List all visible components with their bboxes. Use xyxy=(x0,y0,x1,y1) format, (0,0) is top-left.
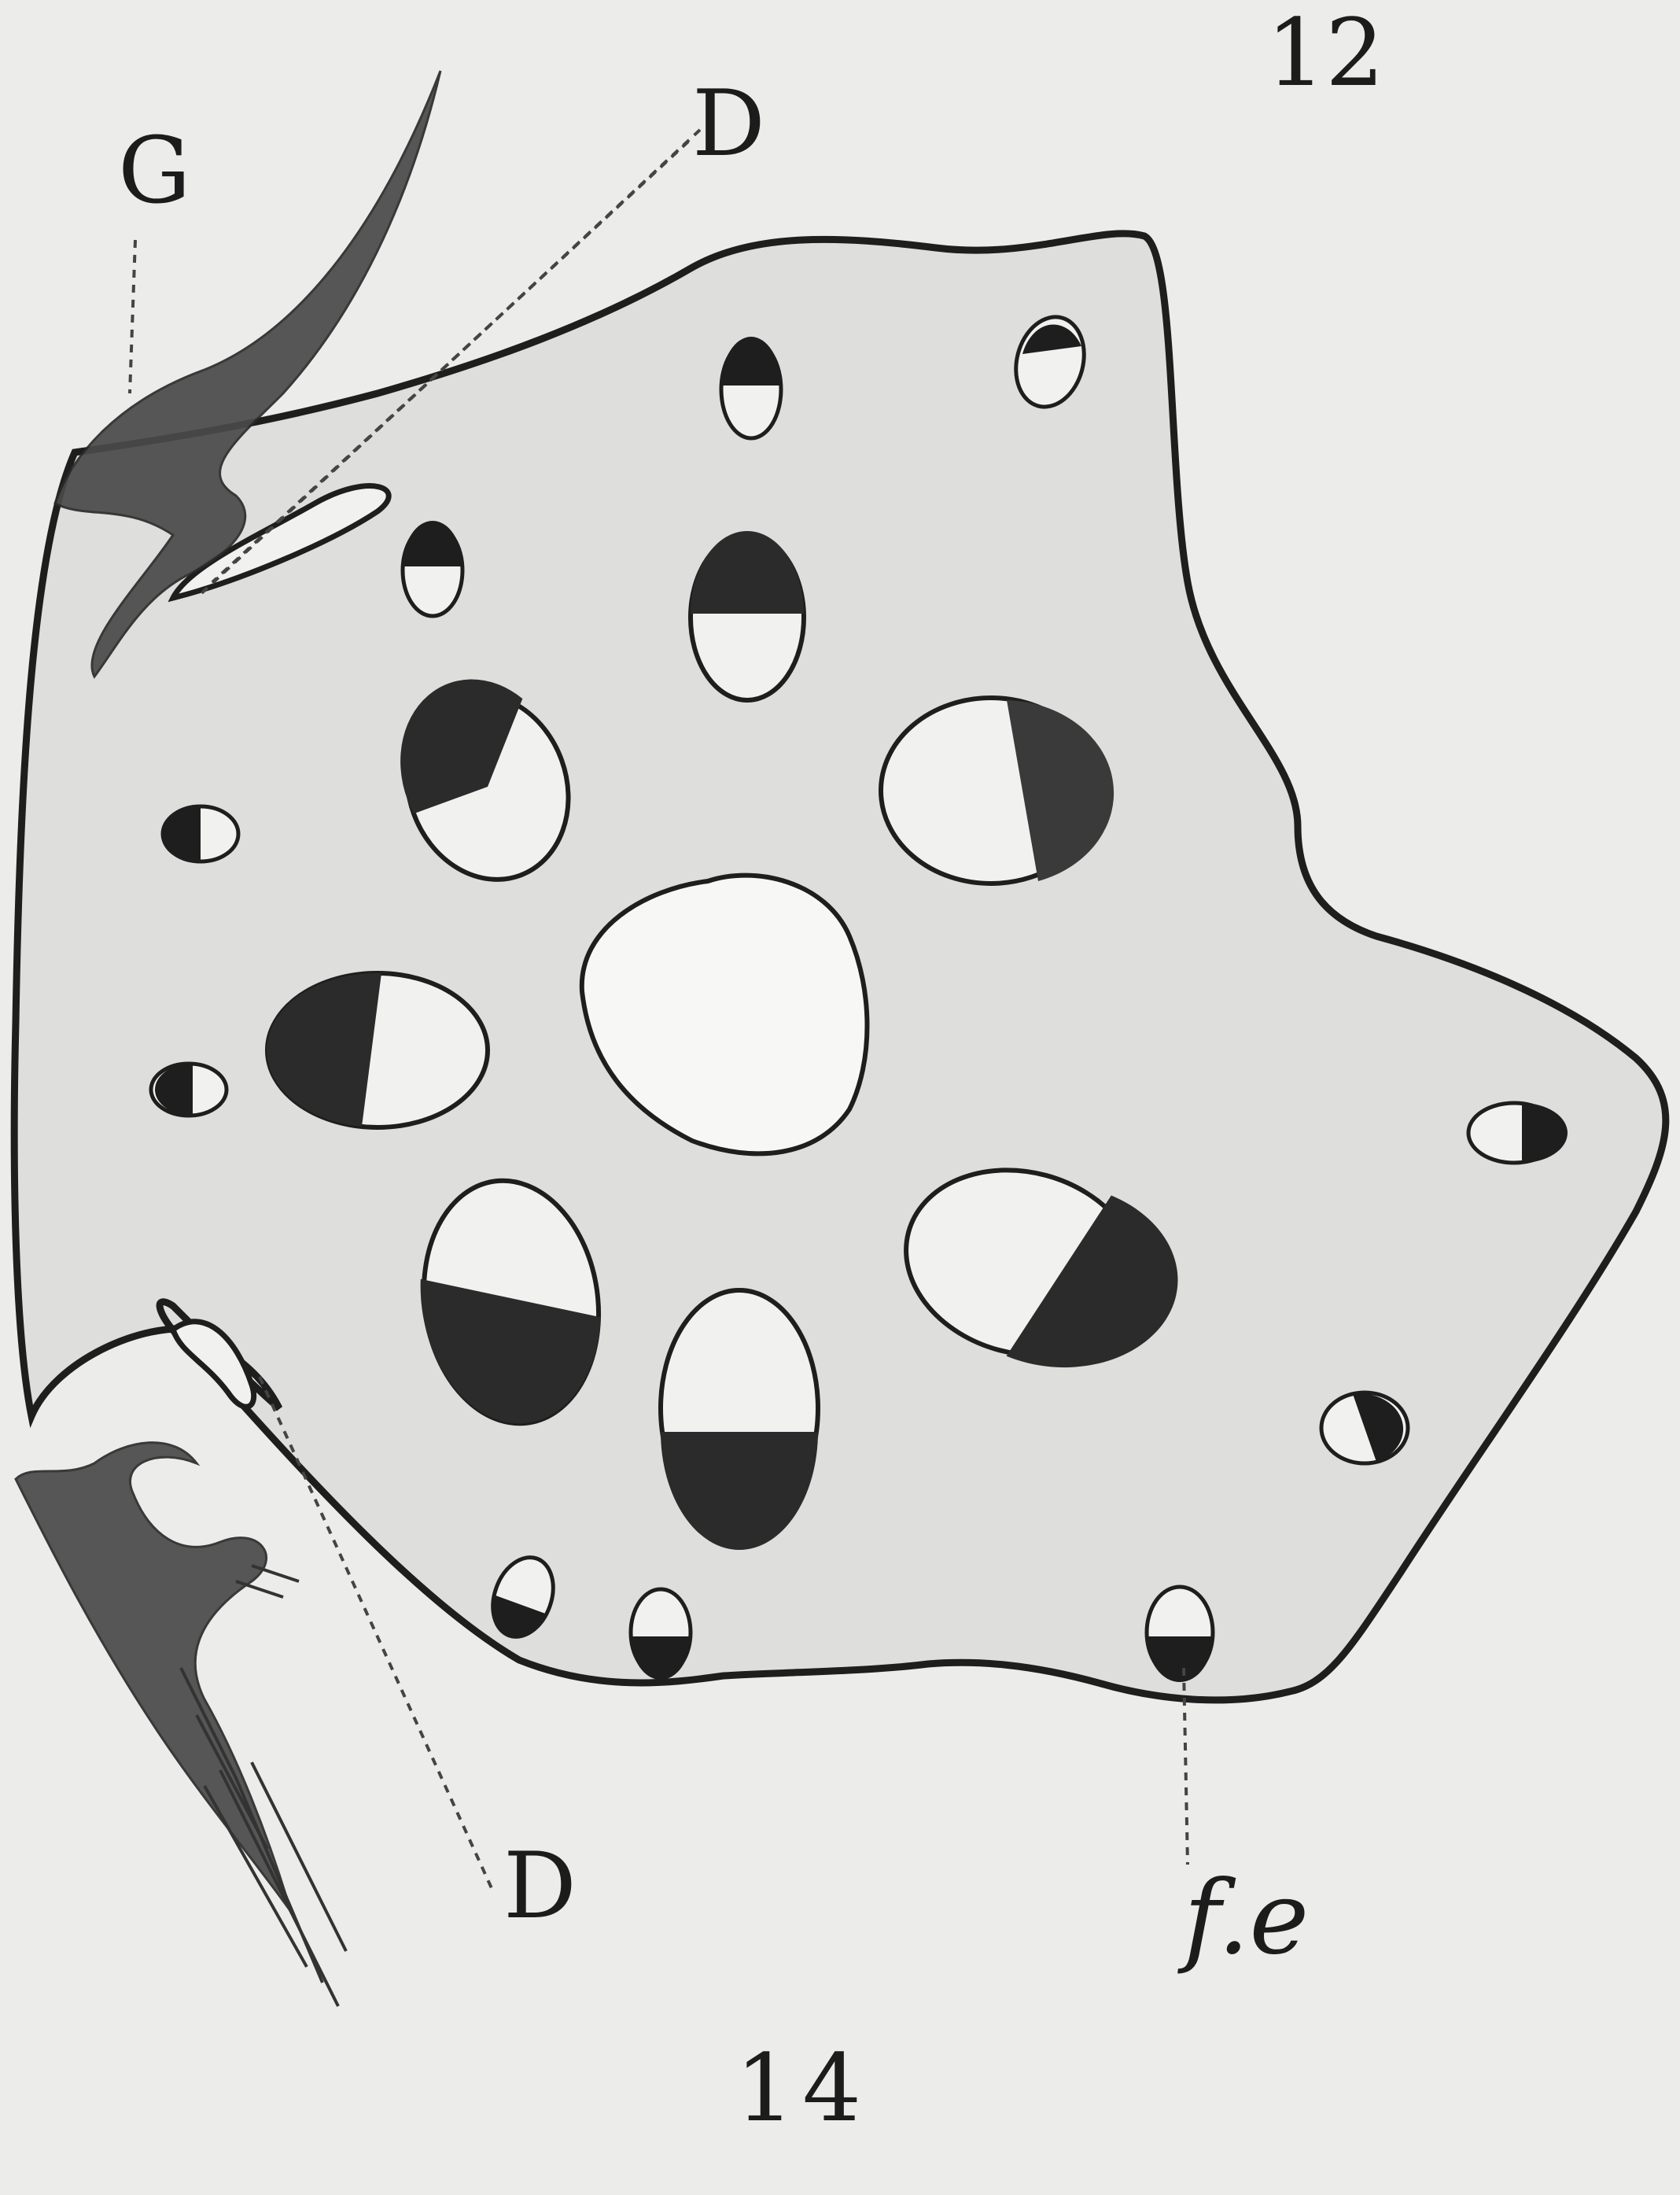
large-pore xyxy=(661,1290,818,1550)
small-pore xyxy=(1468,1103,1568,1163)
small-pore xyxy=(631,1589,691,1680)
leader-g xyxy=(130,240,135,393)
plate-number: 14 xyxy=(735,2042,869,2134)
bristles xyxy=(181,1566,346,2006)
label-g: G xyxy=(118,126,191,217)
large-pore xyxy=(881,698,1114,884)
label-d-top: D xyxy=(692,79,765,170)
large-pore xyxy=(691,531,804,700)
small-pore xyxy=(163,806,238,861)
large-pore xyxy=(267,973,488,1127)
small-pore xyxy=(721,337,781,438)
figure-number: 12 xyxy=(1266,6,1384,99)
small-pore xyxy=(1321,1393,1408,1463)
small-pore xyxy=(151,1064,227,1116)
small-pore xyxy=(1147,1587,1213,1682)
small-pore xyxy=(403,521,462,616)
label-fe: f.e xyxy=(1184,1869,1309,1969)
lower-sclerite xyxy=(16,1443,291,1912)
label-d-bottom: D xyxy=(503,1841,577,1932)
